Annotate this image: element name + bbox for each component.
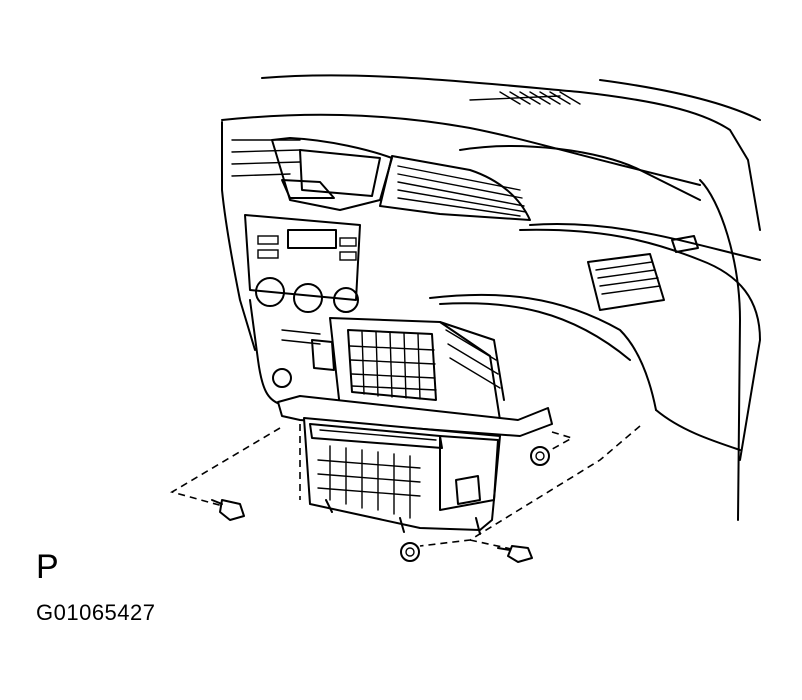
nut-right (530, 446, 550, 466)
bolt-left (211, 499, 245, 521)
view-letter-label: P (36, 548, 59, 586)
nut-bottom (400, 542, 420, 562)
heater-unit (277, 317, 553, 535)
figure-id-label: G01065427 (36, 600, 156, 625)
dashboard (221, 74, 761, 521)
bolt-bottom-right (497, 545, 533, 563)
guide-lines (169, 424, 641, 551)
